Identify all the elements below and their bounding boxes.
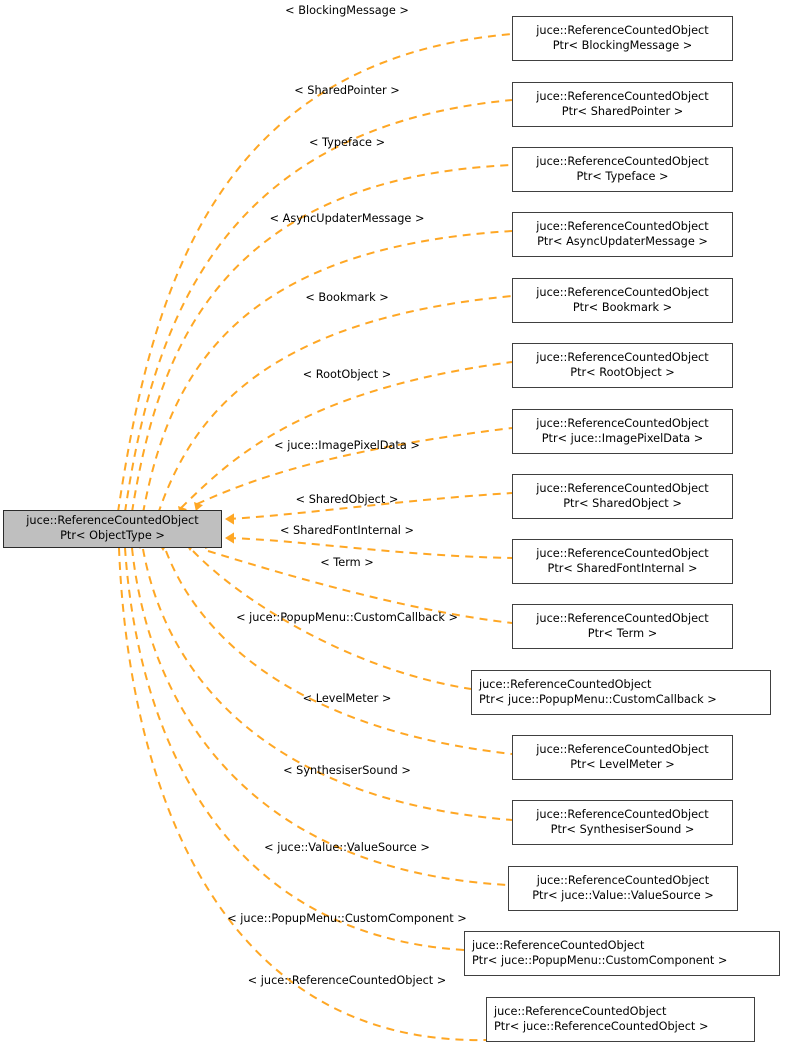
node-shared-font-internal-line-2: Ptr< SharedFontInternal > [547,561,698,575]
root-node-line-1: juce::ReferenceCountedObject [26,514,199,528]
edge-label-juce-popupmenu-custom-component-line-2: CustomComponent > [344,912,467,925]
node-juce-value-valuesource-line-2: Ptr< juce::Value::ValueSource > [532,888,714,902]
edge-label-root-object-line-1: < RootObject > [302,368,392,381]
edge-label-root-object: < RootObject > [303,368,392,383]
node-shared-object-line-1: juce::ReferenceCountedObject [536,481,709,495]
edge-label-shared-object: < SharedObject > [296,493,399,508]
edge-label-shared-pointer: < SharedPointer > [294,84,400,99]
edge-label-juce-popupmenu-custom-callback: < juce::PopupMenu::CustomCallback > [236,611,458,626]
root-node-line-2: Ptr< ObjectType > [60,529,165,542]
node-shared-font-internal-line-1: juce::ReferenceCountedObject [536,546,709,560]
node-typeface-line-1: juce::ReferenceCountedObject [536,154,709,168]
node-synthesiser-sound-line-1: juce::ReferenceCountedObject [536,807,709,821]
node-root-object-line-2: Ptr< RootObject > [570,365,675,379]
edge-label-juce-popupmenu-custom-component-line-1: < juce::PopupMenu:: [227,912,345,925]
edge-label-synthesiser-sound-line-1: < SynthesiserSound > [283,764,411,777]
edge-label-bookmark: < Bookmark > [305,291,388,306]
edge-label-blocking-message-line-1: < BlockingMessage > [285,4,409,17]
node-shared-object-line-2: Ptr< SharedObject > [563,496,682,510]
edge-label-shared-pointer-line-1: < SharedPointer > [294,84,400,97]
edge-label-juce-popupmenu-custom-callback-line-2: CustomCallback > [353,611,458,624]
node-async-updater-message-line-2: Ptr< AsyncUpdaterMessage > [537,234,708,248]
edge-label-term-line-1: < Term > [320,556,374,569]
edge-label-juce-value-valuesource: < juce::Value::ValueSource > [264,841,430,856]
edge-to-level-meter [165,550,513,755]
edge-label-juce-image-pixel-data: < juce::ImagePixelData > [274,439,420,454]
node-juce-reference-counted-object-line-2: Ptr< juce::ReferenceCountedObject > [494,1019,709,1033]
edge-label-synthesiser-sound: < SynthesiserSound > [283,764,411,779]
node-level-meter-line-1: juce::ReferenceCountedObject [536,742,709,756]
edge-to-juce-value-valuesource [131,547,509,886]
edge-label-juce-value-valuesource-line-1: < juce::Value::ValueSource > [264,841,430,854]
node-juce-reference-counted-object-line-1: juce::ReferenceCountedObject [494,1004,667,1018]
edge-label-shared-font-internal: < SharedFontInternal > [280,524,414,539]
edge-label-typeface-line-1: < Typeface > [308,136,386,149]
node-term-line-2: Ptr< Term > [587,626,658,640]
node-synthesiser-sound-line-2: Ptr< SynthesiserSound > [550,822,695,836]
edge-label-juce-image-pixel-data-line-1: < juce::ImagePixelData > [274,439,420,452]
node-root-object-line-1: juce::ReferenceCountedObject [536,350,709,364]
node-juce-image-pixel-data-line-2: Ptr< juce::ImagePixelData > [541,431,704,445]
edge-label-shared-font-internal-line-1: < SharedFontInternal > [279,524,415,537]
node-bookmark-line-1: juce::ReferenceCountedObject [536,285,709,299]
node-async-updater-message-line-1: juce::ReferenceCountedObject [536,219,709,233]
node-juce-popupmenu-custom-callback-line-2: Ptr< juce::PopupMenu::CustomCallback > [479,692,717,706]
edge-to-shared-object-arrowhead [225,513,234,525]
node-term-line-1: juce::ReferenceCountedObject [536,611,709,625]
node-typeface-line-2: Ptr< Typeface > [576,169,669,183]
edge-label-juce-popupmenu-custom-callback-line-1: < juce::PopupMenu:: [236,611,354,624]
node-juce-popupmenu-custom-callback-line-1: juce::ReferenceCountedObject [479,677,652,691]
edge-label-async-updater-message: < AsyncUpdaterMessage > [270,212,425,227]
edge-to-juce-popupmenu-custom-component [124,547,465,951]
node-shared-pointer-line-1: juce::ReferenceCountedObject [536,89,709,103]
node-blocking-message-line-1: juce::ReferenceCountedObject [536,23,709,37]
node-level-meter-line-2: Ptr< LevelMeter > [570,757,675,771]
node-juce-image-pixel-data-line-1: juce::ReferenceCountedObject [536,416,709,430]
node-juce-popupmenu-custom-component-line-1: juce::ReferenceCountedObject [472,938,645,952]
node-juce-value-valuesource-line-1: juce::ReferenceCountedObject [536,873,710,887]
edge-label-level-meter-line-1: < LevelMeter > [302,692,392,705]
edge-label-level-meter: < LevelMeter > [303,692,392,707]
edge-label-juce-reference-counted-object: < juce::ReferenceCountedObject > [248,974,447,989]
node-shared-pointer-line-2: Ptr< SharedPointer > [561,104,684,118]
node-juce-popupmenu-custom-component-line-2: Ptr< juce::PopupMenu::CustomComponent > [472,953,728,967]
edge-to-root-object [180,361,513,509]
edge-label-juce-reference-counted-object-line-1: < juce::ReferenceCounted [247,974,397,987]
edge-label-juce-reference-counted-object-line-2: Object > [396,974,447,987]
edge-label-juce-popupmenu-custom-component: < juce::PopupMenu::CustomComponent > [227,912,467,927]
edge-label-bookmark-line-1: < Bookmark > [305,291,389,304]
edge-label-blocking-message: < BlockingMessage > [285,4,409,19]
edge-to-synthesiser-sound [142,548,513,821]
edge-to-shared-font-internal-arrowhead [225,532,234,544]
edge-label-async-updater-message-line-1: < AsyncUpdaterMessage > [269,212,425,225]
node-blocking-message-line-2: Ptr< BlockingMessage > [552,38,693,52]
edge-to-shared-font-internal [227,537,513,559]
edge-label-shared-object-line-1: < SharedObject > [295,493,399,506]
node-bookmark-line-2: Ptr< Bookmark > [572,300,673,314]
edge-to-bookmark [157,295,513,515]
edge-label-typeface: < Typeface > [309,136,385,151]
edge-label-term: < Term > [320,556,374,571]
